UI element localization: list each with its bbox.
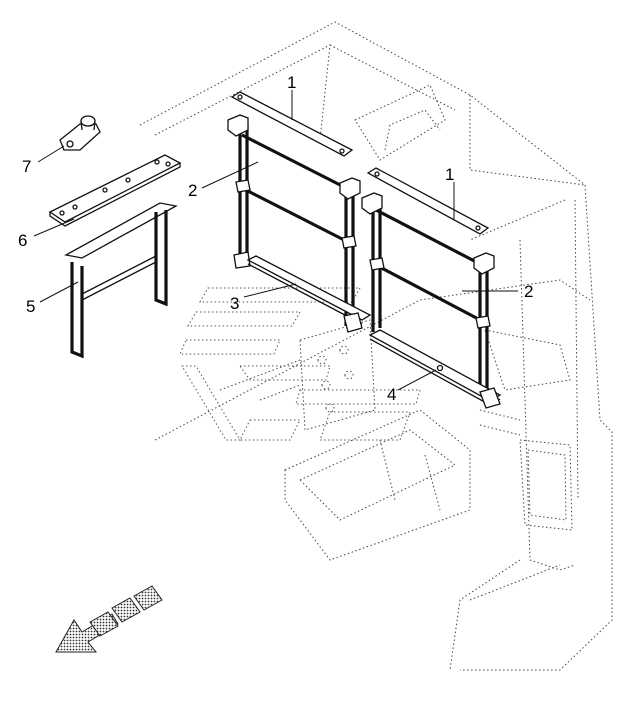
part-2-left-frame [227, 114, 361, 326]
callout-7: 7 [22, 157, 31, 176]
part-1-right-strip [366, 167, 490, 235]
part-7-bracket [59, 115, 101, 151]
callout-3: 3 [230, 294, 239, 313]
callout-2b: 2 [524, 282, 533, 301]
part-5-frame [64, 202, 178, 359]
part-1-left-strip [230, 91, 354, 157]
watermark-logo [179, 287, 421, 441]
callout-4: 4 [387, 385, 396, 404]
callout-2a: 2 [188, 181, 197, 200]
part-4-right-bottom-bar [368, 329, 502, 409]
cab-outline [139, 21, 613, 671]
callout-labels: 1 1 2 2 3 4 5 6 7 [18, 73, 533, 404]
leader-lines [33, 90, 518, 391]
callout-1a: 1 [287, 73, 296, 92]
callout-5: 5 [26, 297, 35, 316]
part-6-plate [48, 154, 182, 227]
callout-6: 6 [18, 231, 27, 250]
part-3-left-bottom-bar [246, 255, 372, 333]
part-2-right-frame [361, 192, 495, 392]
callout-1b: 1 [445, 165, 454, 184]
direction-arrow-icon [55, 585, 163, 653]
